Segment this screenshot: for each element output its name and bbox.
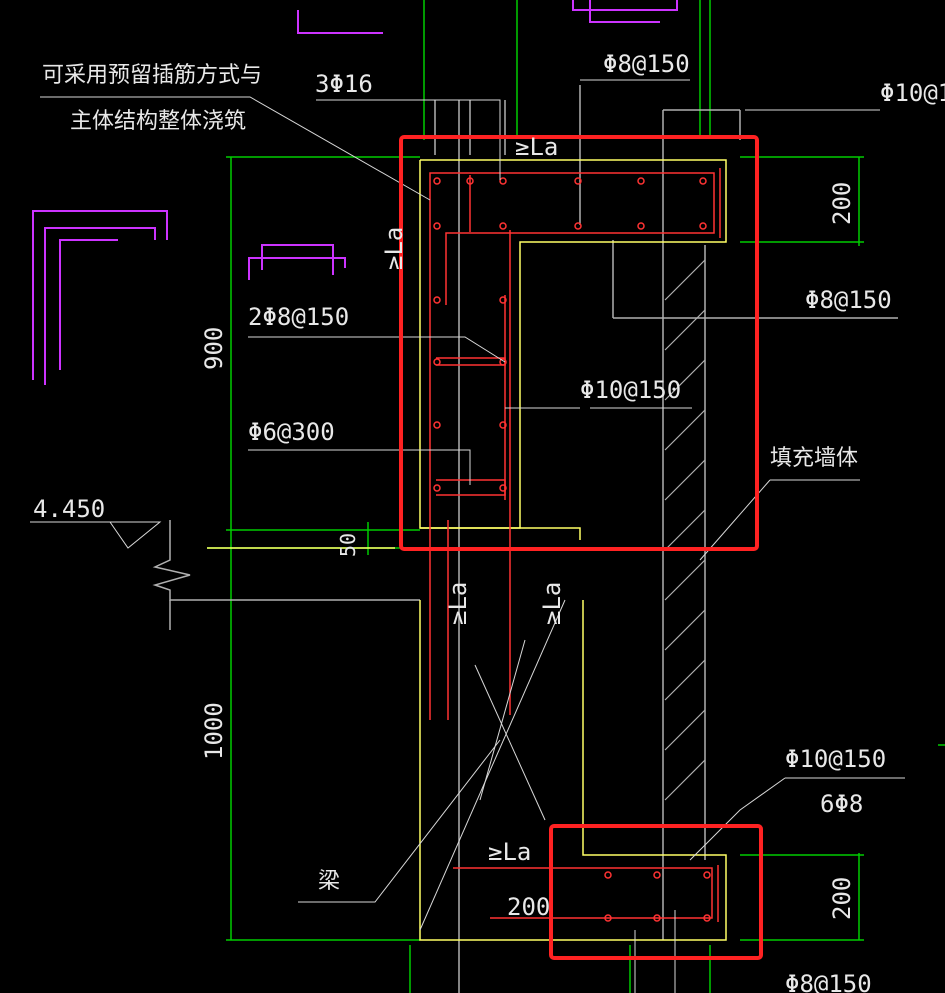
rebar-dot [433, 421, 441, 429]
leader-lines [30, 79, 905, 993]
infill-wall-label: 填充墙体 [770, 446, 858, 471]
dim-200-bottom-right: 200 [828, 877, 856, 920]
rebar-dot [499, 484, 507, 492]
rebar-dot [499, 296, 507, 304]
dim-1000: 1000 [200, 702, 228, 760]
top-stirrup-label: Φ8@150 [603, 50, 690, 78]
top-right-cut-label: Φ10@1 [880, 79, 945, 107]
dim-200-bottom-left: 200 [507, 893, 550, 921]
beam-label: 梁 [318, 869, 340, 894]
rebar-dot [433, 484, 441, 492]
rebar-dot [574, 177, 582, 185]
highlight-box-upper [399, 135, 759, 551]
rebar-dot [433, 222, 441, 230]
annotations: 可采用预留插筋方式与 主体结构整体浇筑 3Φ16 Φ8@150 Φ10@1 ≥L… [33, 50, 945, 993]
concrete-outline [207, 159, 727, 941]
highlight-boxes [399, 135, 763, 960]
rebar-dot [433, 358, 441, 366]
dim-200-top: 200 [828, 182, 856, 225]
rebar-dot [433, 177, 441, 185]
tie-bar-label: Φ6@300 [248, 418, 335, 446]
anchor-down-left-label: ≥La [444, 582, 472, 625]
rebar-dot [604, 871, 612, 879]
top-bars-label: 3Φ16 [315, 70, 373, 98]
rebar-dot [703, 914, 711, 922]
magenta-reference-marks [32, 0, 678, 385]
bottom-right-cut-label: Φ8@150 [785, 970, 872, 993]
bottom-long-bars-label: 6Φ8 [820, 790, 863, 818]
elevation-label: 4.450 [33, 495, 105, 523]
rebar-dot [637, 222, 645, 230]
anchor-bottom-label: ≥La [488, 838, 531, 866]
inner-bar-label: Φ10@150 [580, 376, 681, 404]
rebar-dot [699, 222, 707, 230]
infill-wall-hatch [664, 259, 706, 801]
dim-50: 50 [336, 533, 360, 557]
bottom-bar-label: Φ10@150 [785, 745, 886, 773]
note-line-1: 可采用预留插筋方式与 [42, 63, 262, 88]
anchor-top-label: ≥La [515, 133, 558, 161]
rebar-dot [466, 177, 474, 185]
rebar-dot [499, 421, 507, 429]
rebar-dot [499, 177, 507, 185]
rebar-dot [499, 358, 507, 366]
highlight-box-lower [549, 824, 763, 960]
rebar-dot [604, 914, 612, 922]
rebar-dot [699, 177, 707, 185]
rebar-dot [499, 222, 507, 230]
rebar-dot [574, 222, 582, 230]
anchor-left-label: ≥La [380, 227, 408, 270]
right-mid-bar-label: Φ8@150 [805, 286, 892, 314]
double-bar-label: 2Φ8@150 [248, 303, 349, 331]
rebar-dot [637, 177, 645, 185]
rebar-dot [433, 296, 441, 304]
rebar-dot [703, 871, 711, 879]
rebar-dots [433, 177, 711, 922]
rebar-dot [653, 914, 661, 922]
dim-900: 900 [200, 327, 228, 370]
dimension-lines [207, 0, 945, 993]
rebar-dot [653, 871, 661, 879]
anchor-down-right-label: ≥La [538, 582, 566, 625]
note-line-2: 主体结构整体浇筑 [70, 109, 246, 134]
